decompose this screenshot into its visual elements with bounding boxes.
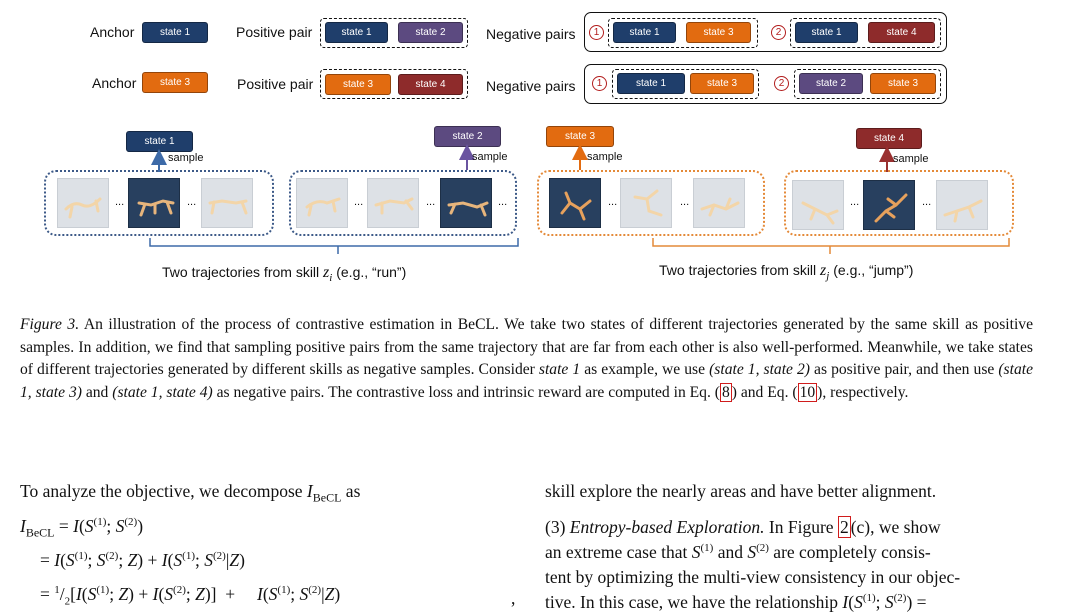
trajectory-frame-sampled [549, 178, 601, 228]
positive-pair-group-1 [320, 18, 468, 48]
right-line-1: skill explore the nearly areas and have … [545, 481, 937, 501]
trajectory-box-skill-i-2 [289, 170, 517, 236]
equation-line-3: = 1/2[I(S(1); Z) + I(S(2); Z)] + I(S(1);… [40, 584, 341, 608]
ellipsis: ... [922, 196, 932, 208]
anchor-state-1: state 1 [142, 22, 208, 43]
skill-j-caption: Two trajectories from skill zj (e.g., “j… [659, 262, 914, 282]
trajectory-box-skill-j-1 [537, 170, 765, 236]
right-line-4: tent by optimizing the multi-view consis… [545, 567, 961, 587]
negative-label-1: Negative pairs [486, 26, 576, 42]
figure-ref-2[interactable]: 2 [837, 516, 851, 538]
trajectory-frame [296, 178, 348, 228]
neg-state-1a-y: state 3 [686, 22, 751, 43]
neg-marker-1b: 2 [771, 25, 786, 40]
sample-label-2: sample [472, 151, 508, 163]
right-line-5: tive. In this case, we have the relation… [545, 592, 927, 612]
ellipsis: ... [426, 196, 436, 208]
trajectory-frame-sampled [128, 178, 180, 228]
trajectory-box-skill-i-1 [44, 170, 274, 236]
ellipsis: ... [498, 196, 508, 208]
positive-pair-group-2 [320, 69, 468, 99]
ellipsis: ... [608, 196, 618, 208]
anchor-label-2: Anchor [92, 75, 137, 91]
sample-label-4: sample [893, 153, 929, 165]
trajectory-frame-sampled [440, 178, 492, 228]
neg-pair-group-2a [612, 69, 759, 99]
eq-ref-10[interactable]: 10 [797, 382, 818, 402]
sample-arrows [151, 144, 895, 172]
ellipsis: ... [354, 196, 364, 208]
trajectory-frame [792, 180, 844, 230]
trajectory-frame [693, 178, 745, 228]
ellipsis: ... [680, 196, 690, 208]
skill-i-caption: Two trajectories from skill zi (e.g., “r… [162, 264, 407, 284]
trajectory-frame [367, 178, 419, 228]
negative-label-2: Negative pairs [486, 78, 576, 94]
equation-line-2: = I(S(1); S(2); Z) + I(S(1); S(2)|Z) [40, 550, 245, 570]
sample-label-1: sample [168, 152, 204, 164]
ellipsis: ... [187, 196, 197, 208]
negative-pairs-box-2 [584, 64, 947, 104]
neg-state-2b-x: state 2 [799, 73, 863, 94]
neg-state-1a-x: state 1 [613, 22, 676, 43]
neg-marker-2b: 2 [774, 76, 789, 91]
positive-label-2: Positive pair [237, 76, 314, 92]
figure-label: Figure 3. [20, 316, 80, 333]
skill-braces [149, 238, 1010, 254]
neg-state-2a-x: state 1 [617, 73, 685, 94]
ellipsis: ... [115, 196, 125, 208]
positive-state-a-2: state 3 [325, 74, 391, 95]
trajectory-frame-sampled [863, 180, 915, 230]
anchor-state-2: state 3 [142, 72, 208, 93]
left-intro: To analyze the objective, we decompose I… [20, 481, 361, 505]
trajectory-frame [936, 180, 988, 230]
neg-pair-group-1a [608, 18, 758, 48]
sample-label-3: sample [587, 151, 623, 163]
negative-pairs-box-1 [584, 12, 947, 52]
positive-state-b-2: state 4 [398, 74, 463, 95]
neg-pair-group-2b [794, 69, 941, 99]
neg-state-2b-y: state 3 [870, 73, 936, 94]
trajectory-frame [201, 178, 253, 228]
eq-ref-8[interactable]: 8 [719, 382, 732, 402]
neg-state-1b-x: state 1 [795, 22, 858, 43]
right-line-3: an extreme case that S(1) and S(2) are c… [545, 542, 931, 562]
positive-state-a-1: state 1 [325, 22, 388, 43]
figure-caption: Figure 3. An illustration of the process… [20, 316, 1034, 402]
equation-comma: , [511, 588, 516, 608]
trajectory-frame [620, 178, 672, 228]
neg-state-1b-y: state 4 [868, 22, 935, 43]
neg-marker-2a: 1 [592, 76, 607, 91]
neg-pair-group-1b [790, 18, 941, 48]
trajectory-box-skill-j-2 [784, 170, 1014, 236]
positive-label-1: Positive pair [236, 24, 313, 40]
equation-line-1: IBeCL = I(S(1); S(2)) [20, 516, 144, 540]
anchor-label-1: Anchor [90, 24, 135, 40]
ellipsis: ... [850, 196, 860, 208]
right-line-2: (3) Entropy-based Exploration. In Figure… [545, 516, 941, 538]
positive-state-b-1: state 2 [398, 22, 463, 43]
neg-marker-1a: 1 [589, 25, 604, 40]
neg-state-2a-y: state 3 [690, 73, 754, 94]
trajectory-frame [57, 178, 109, 228]
